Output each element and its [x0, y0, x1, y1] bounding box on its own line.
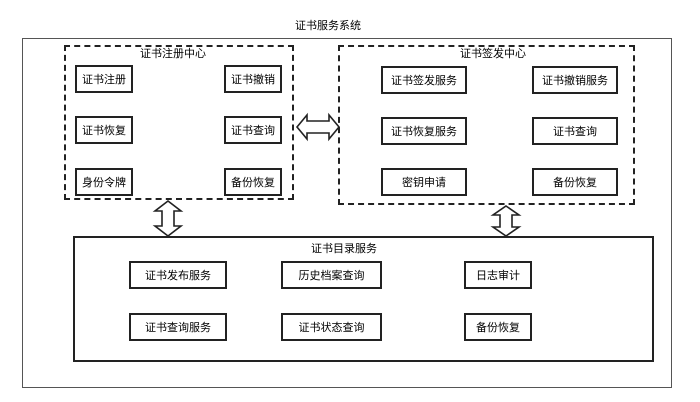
- dir-item-history-archive-query: 历史档案查询: [281, 261, 382, 289]
- reg-item-backup-recover: 备份恢复: [224, 168, 282, 196]
- reg-item-identity-token: 身份令牌: [75, 168, 133, 196]
- dir-item-status-query: 证书状态查询: [281, 313, 382, 341]
- directory-service-title: 证书目录服务: [311, 242, 377, 255]
- iss-item-key-request: 密钥申请: [381, 168, 467, 196]
- issuing-center-title: 证书签发中心: [460, 47, 526, 60]
- dir-item-backup-recover: 备份恢复: [464, 313, 532, 341]
- iss-item-issue-service: 证书签发服务: [381, 66, 467, 94]
- iss-item-backup-recover: 备份恢复: [532, 168, 618, 196]
- iss-item-cert-query: 证书查询: [532, 117, 618, 145]
- reg-item-cert-register: 证书注册: [75, 65, 133, 93]
- double-arrow-horizontal-icon: [295, 112, 341, 142]
- registration-center-title: 证书注册中心: [140, 47, 206, 60]
- system-title: 证书服务系统: [295, 19, 361, 32]
- reg-item-cert-revoke: 证书撤销: [224, 65, 282, 93]
- issuing-center: [338, 45, 635, 205]
- directory-service: [73, 236, 654, 362]
- dir-item-log-audit: 日志审计: [464, 261, 532, 289]
- registration-center: [64, 45, 294, 200]
- reg-item-cert-recover: 证书恢复: [75, 116, 133, 144]
- dir-item-publish-service: 证书发布服务: [129, 261, 227, 289]
- double-arrow-vertical-right-icon: [490, 205, 522, 237]
- system-frame: [22, 38, 672, 388]
- reg-item-cert-query: 证书查询: [224, 116, 282, 144]
- iss-item-recover-service: 证书恢复服务: [381, 117, 467, 145]
- dir-item-query-service: 证书查询服务: [129, 313, 227, 341]
- iss-item-revoke-service: 证书撤销服务: [532, 66, 618, 94]
- double-arrow-vertical-left-icon: [152, 199, 184, 238]
